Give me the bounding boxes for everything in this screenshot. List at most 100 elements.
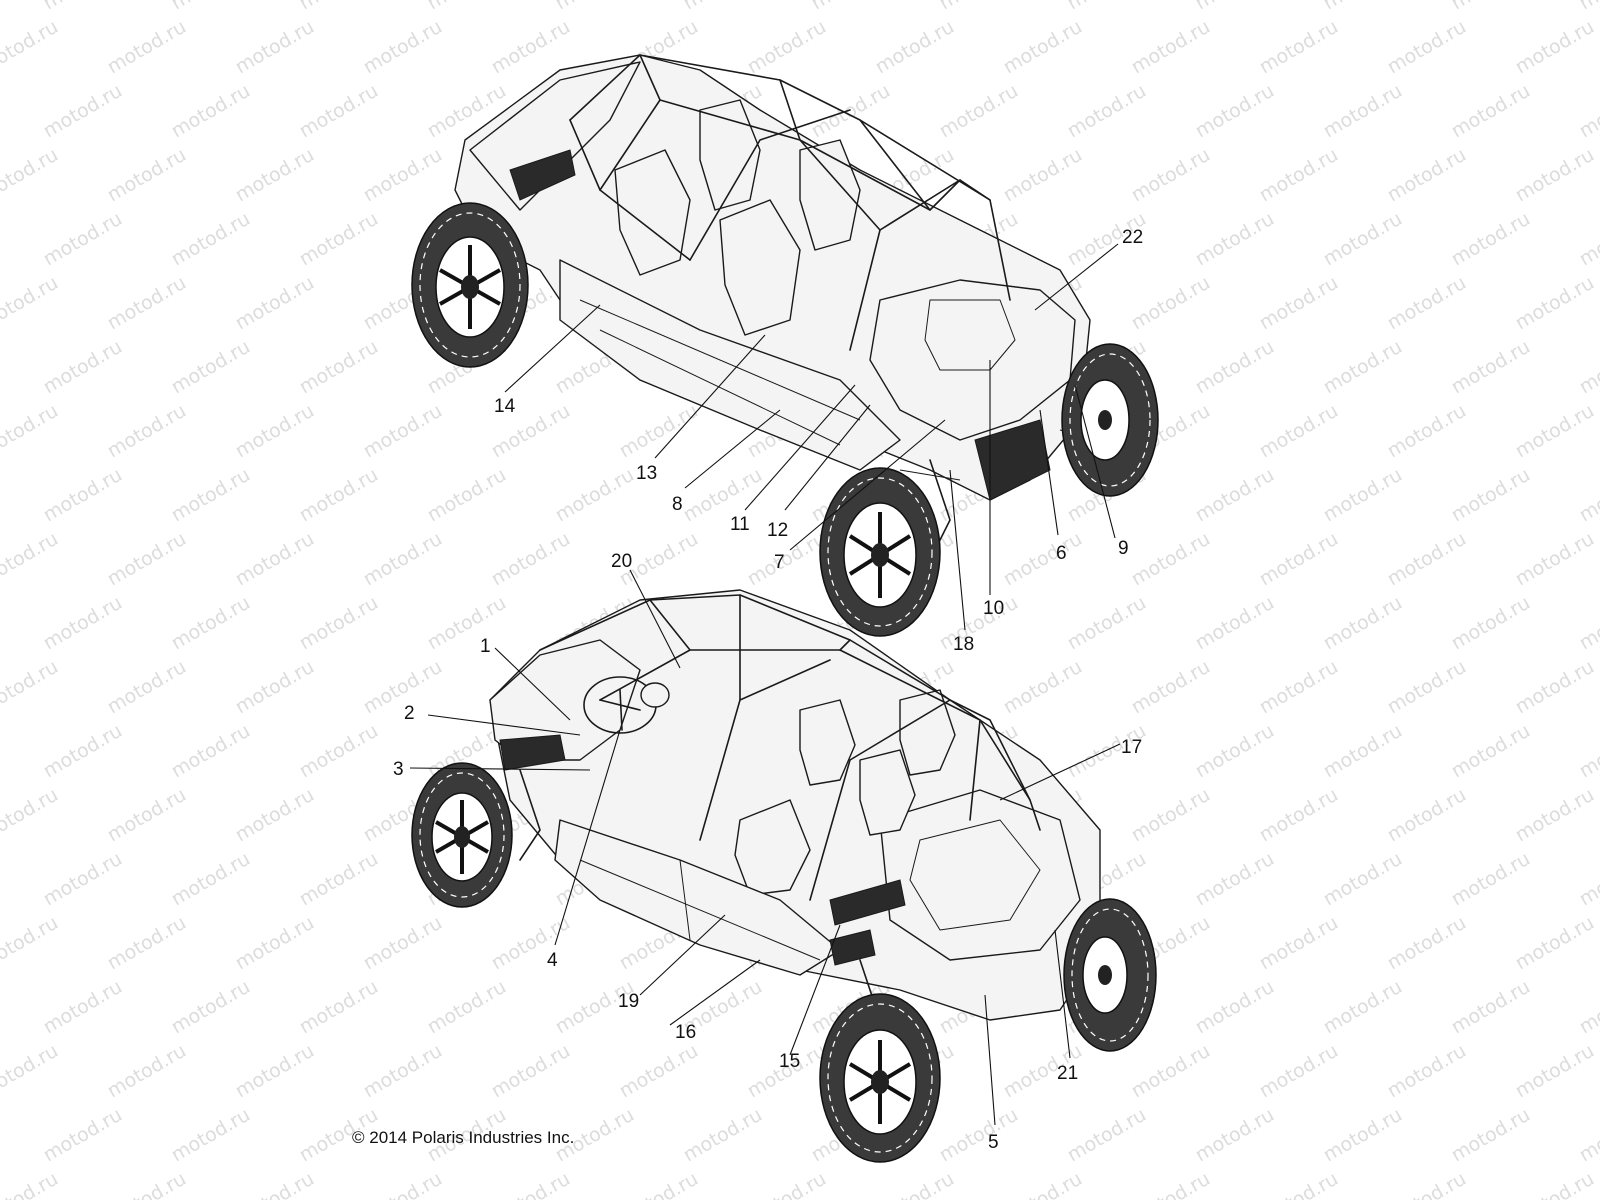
watermark-text: motod.ru [0,1168,62,1200]
watermark-text: motod.ru [1576,208,1600,271]
top-rear-left-wheel [411,202,529,368]
copyright-notice: © 2014 Polaris Industries Inc. [352,1128,575,1147]
watermark-text: motod.ru [1448,720,1534,783]
watermark-text: motod.ru [1000,16,1086,79]
watermark-text: motod.ru [1128,656,1214,719]
watermark-text: motod.ru [168,1104,254,1167]
watermark-text: motod.ru [1192,0,1278,14]
watermark-text: motod.ru [1320,208,1406,271]
watermark-text: motod.ru [104,400,190,463]
watermark-text: motod.ru [488,1168,574,1200]
callout-10: 10 [983,598,1004,619]
callout-6: 6 [1056,543,1067,564]
watermark-text: motod.ru [104,784,190,847]
watermark-text: motod.ru [40,976,126,1039]
callout-15: 15 [779,1051,800,1072]
callout-16: 16 [675,1022,696,1043]
watermark-text: motod.ru [1320,848,1406,911]
watermark-text: motod.ru [1256,1168,1342,1200]
watermark-text: motod.ru [296,0,382,14]
watermark-text: motod.ru [1448,336,1534,399]
watermark-text: motod.ru [360,16,446,79]
watermark-text: motod.ru [1256,144,1342,207]
watermark-text: motod.ru [1576,0,1600,14]
watermark-text: motod.ru [680,0,766,14]
watermark-text: motod.ru [1320,592,1406,655]
watermark-text: motod.ru [40,80,126,143]
watermark-text: motod.ru [40,208,126,271]
watermark-text: motod.ru [0,272,62,335]
watermark-text: motod.ru [1448,208,1534,271]
watermark-text: motod.ru [1128,784,1214,847]
watermark-text: motod.ru [424,464,510,527]
watermark-text: motod.ru [168,0,254,14]
watermark-text: motod.ru [1000,1168,1086,1200]
watermark-text: motod.ru [296,720,382,783]
callout-13: 13 [636,463,657,484]
watermark-text: motod.ru [936,80,1022,143]
watermark-text: motod.ru [168,592,254,655]
watermark-text: motod.ru [1320,720,1406,783]
watermark-text: motod.ru [1384,16,1470,79]
watermark-text: motod.ru [424,592,510,655]
watermark-text: motod.ru [1512,784,1598,847]
watermark-text: motod.ru [1320,0,1406,14]
watermark-text: motod.ru [1512,912,1598,975]
watermark-text: motod.ru [1192,80,1278,143]
watermark-text: motod.ru [1064,592,1150,655]
watermark-text: motod.ru [296,976,382,1039]
watermark-text: motod.ru [1000,528,1086,591]
callout-12: 12 [767,520,788,541]
watermark-text: motod.ru [552,464,638,527]
watermark-text: motod.ru [296,592,382,655]
watermark-text: motod.ru [936,592,1022,655]
watermark-text: motod.ru [1256,16,1342,79]
watermark-text: motod.ru [0,656,62,719]
callout-18: 18 [953,634,974,655]
watermark-text: motod.ru [232,1040,318,1103]
watermark-text: motod.ru [488,912,574,975]
callout-9: 9 [1118,538,1129,559]
watermark-text: motod.ru [296,80,382,143]
watermark-text: motod.ru [0,16,62,79]
watermark-text: motod.ru [40,464,126,527]
watermark-text: motod.ru [296,336,382,399]
bottom-rear-left-wheel [819,993,941,1163]
watermark-text: motod.ru [40,720,126,783]
watermark-text: motod.ru [104,272,190,335]
callout-2: 2 [404,703,415,724]
callout-4: 4 [547,950,558,971]
watermark-text: motod.ru [744,1168,830,1200]
watermark-text: motod.ru [296,208,382,271]
callout-20: 20 [611,551,632,572]
watermark-text: motod.ru [1064,0,1150,14]
watermark-text: motod.ru [1576,976,1600,1039]
watermark-text: motod.ru [1256,784,1342,847]
watermark-text: motod.ru [1192,592,1278,655]
watermark-text: motod.ru [360,1168,446,1200]
watermark-text: motod.ru [1448,0,1534,14]
watermark-text: motod.ru [1256,656,1342,719]
watermark-text: motod.ru [1512,272,1598,335]
callout-17: 17 [1121,737,1142,758]
watermark-text: motod.ru [232,912,318,975]
watermark-text: motod.ru [1192,720,1278,783]
watermark-text: motod.ru [936,1104,1022,1167]
watermark-text: motod.ru [1192,1104,1278,1167]
watermark-text: motod.ru [232,144,318,207]
top-front-right-wheel [1061,343,1159,497]
watermark-text: motod.ru [616,400,702,463]
callout-leader-lines [409,243,1121,1126]
watermark-text: motod.ru [1064,80,1150,143]
watermark-text: motod.ru [1448,1104,1534,1167]
watermark-text: motod.ru [616,1168,702,1200]
watermark-text: motod.ru [1384,912,1470,975]
callout-5: 5 [988,1132,999,1153]
watermark-text: motod.ru [0,1040,62,1103]
watermark-text: motod.ru [40,336,126,399]
watermark-text: motod.ru [1192,336,1278,399]
watermark-text: motod.ru [40,1104,126,1167]
watermark-text: motod.ru [488,1040,574,1103]
watermark-text: motod.ru [1128,272,1214,335]
